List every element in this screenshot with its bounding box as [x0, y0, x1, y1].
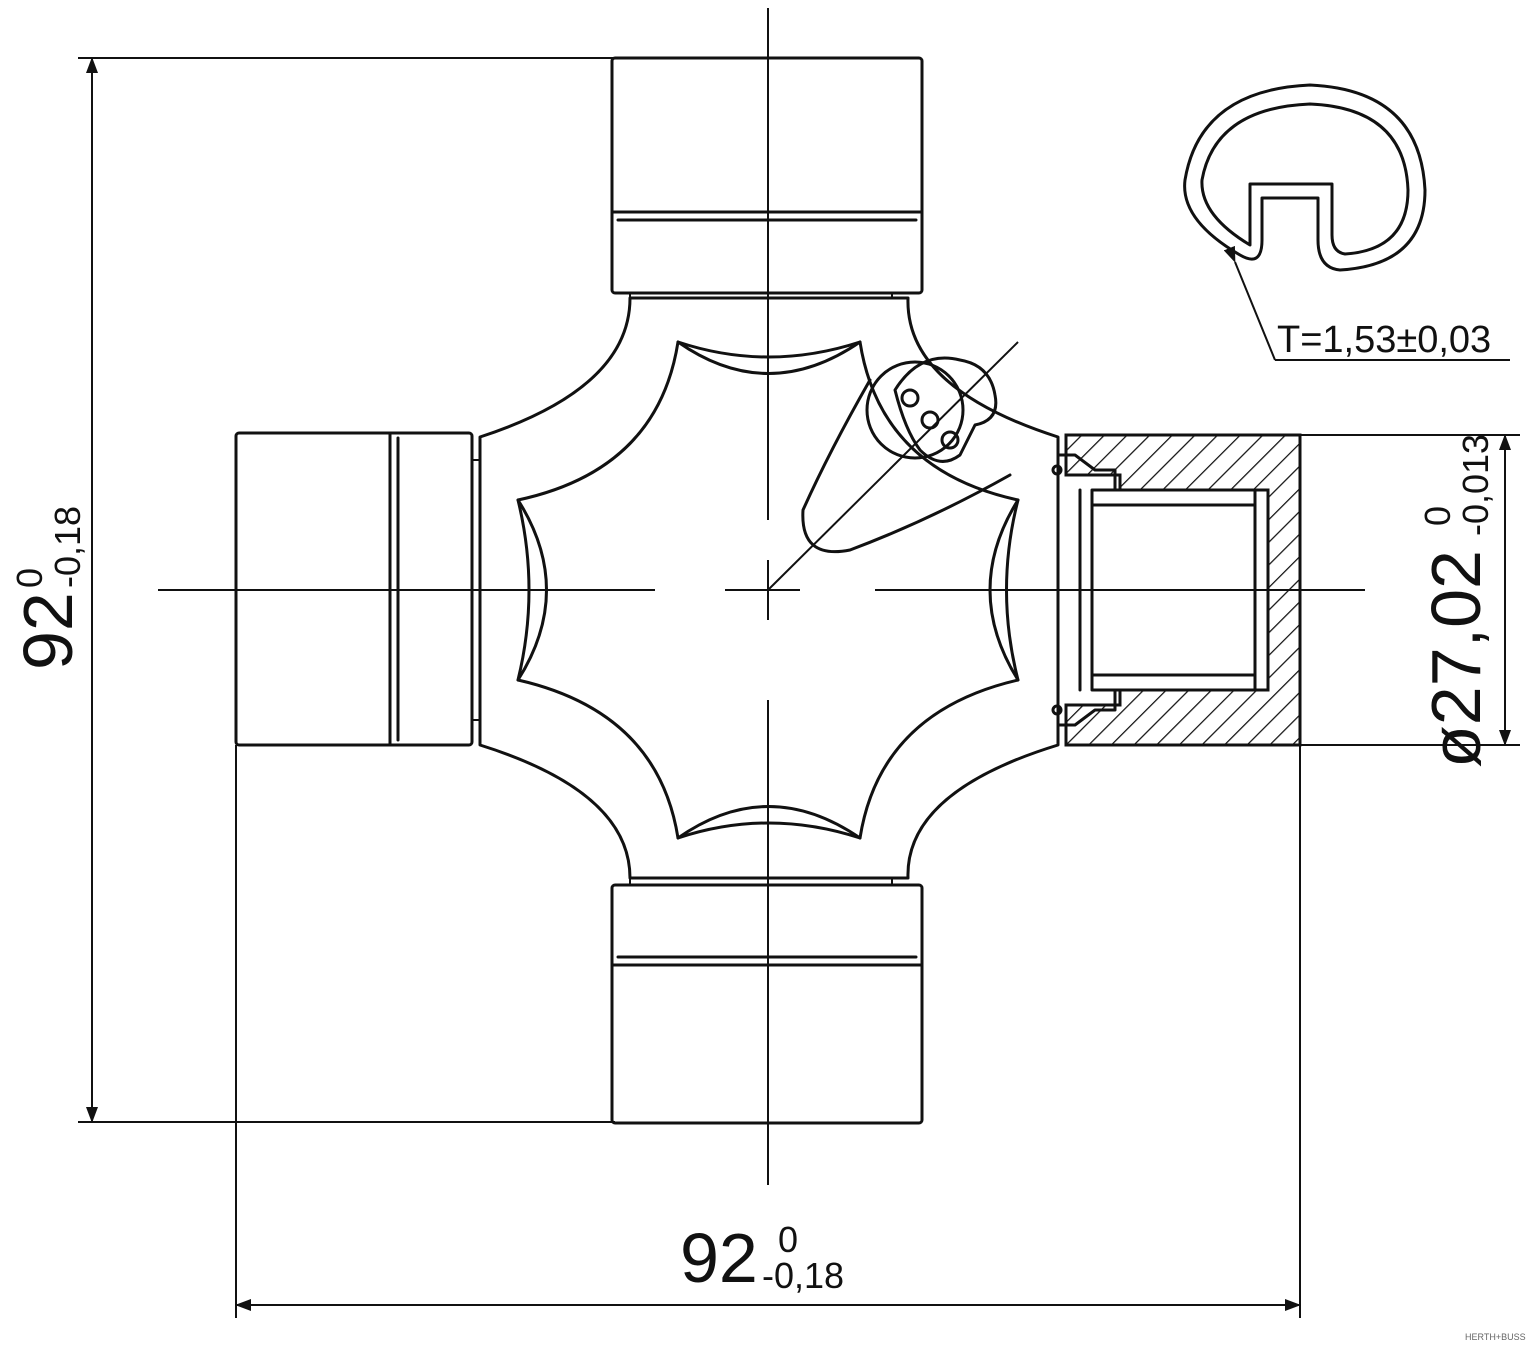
height-lower-tol: -0,18 [47, 506, 88, 588]
diameter-lower-tol: -0,013 [1455, 434, 1496, 536]
width-dimension-lines [235, 745, 1301, 1318]
circlip-thickness-label: T=1,53±0,03 [1277, 319, 1491, 361]
width-lower-tol: -0,18 [762, 1255, 844, 1296]
diameter-dimension-label: ø27,02 0 -0,013 [1417, 434, 1496, 768]
brand-logo-text: HERTH+BUSS [1465, 1332, 1526, 1342]
width-upper-tol: 0 [778, 1219, 798, 1260]
height-dimension-lines [78, 57, 615, 1123]
center-lines [158, 8, 1365, 1185]
diameter-dimension-lines [1300, 434, 1520, 746]
height-nominal: 92 [9, 592, 87, 670]
width-nominal: 92 [680, 1219, 758, 1297]
cross-body [478, 296, 1060, 880]
height-upper-tol: 0 [9, 568, 50, 588]
grease-nipple [801, 356, 1012, 554]
circlip-detail [1183, 83, 1510, 361]
diameter-nominal: ø27,02 [1417, 550, 1495, 768]
height-dimension-label: 92 0 -0,18 [9, 506, 88, 670]
width-dimension-label: 92 0 -0,18 [680, 1219, 844, 1297]
diameter-upper-tol: 0 [1417, 506, 1458, 526]
